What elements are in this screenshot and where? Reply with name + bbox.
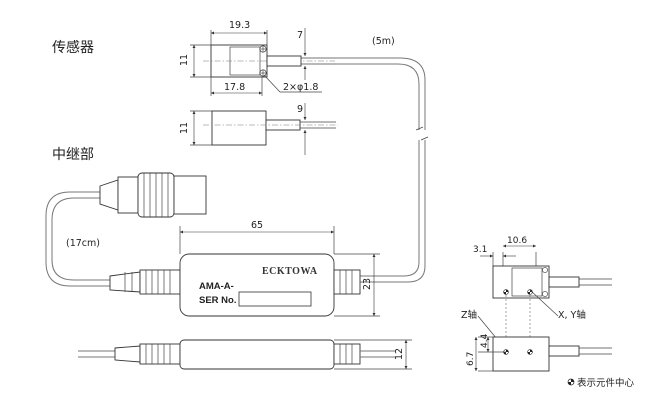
sensor-cable: (5m) <box>336 36 429 283</box>
relay-section-title: 中继部 <box>52 147 94 163</box>
model-label: AMA-A- <box>199 281 234 292</box>
dim-detail-offset: 3.1 <box>473 245 487 255</box>
pigtail-length-label: (17cm) <box>66 238 100 249</box>
relay-body-side: 12 <box>78 339 412 370</box>
legend: 表示元件中心 <box>567 377 635 389</box>
dim-relay-height: 23 <box>362 278 373 290</box>
xy-axis-label: X, Y轴 <box>558 309 586 321</box>
sensor-side-view: 11 9 <box>179 103 338 155</box>
relay-body-top: ECKTOWA AMA-A- SER No. 65 23 <box>109 220 380 317</box>
mounting-hole <box>259 45 267 53</box>
serial-field <box>238 291 312 307</box>
element-center-detail: 3.1 10.6 Z轴 X, Y轴 <box>461 236 635 389</box>
element-center-marker <box>503 289 509 295</box>
sensor-section-title: 传感器 <box>52 39 94 56</box>
dim-relay-thickness: 12 <box>394 348 405 360</box>
serial-label: SER No. <box>199 295 236 306</box>
element-center-marker-icon <box>567 378 575 386</box>
dim-relay-length: 65 <box>251 220 263 231</box>
dim-sensor-height: 11 <box>179 54 190 66</box>
dim-detail-a: 4.4 <box>480 333 490 348</box>
legend-label: 表示元件中心 <box>577 377 635 389</box>
relay-connector: (17cm) <box>45 172 207 287</box>
dim-sensor-tab: 7 <box>297 30 303 41</box>
element-center-marker <box>527 349 533 355</box>
dim-detail-width: 10.6 <box>507 236 527 246</box>
dim-detail-b: 6.7 <box>466 352 476 366</box>
dim-sensor-length: 17.8 <box>224 82 245 93</box>
sensor-top-view: 19.3 11 7 17.8 <box>179 20 336 96</box>
cable-length-label: (5m) <box>372 36 395 47</box>
dim-side-offset: 9 <box>297 104 303 115</box>
dim-side-height: 11 <box>179 122 190 134</box>
mounting-hole <box>259 69 267 77</box>
dim-holes: 2×φ1.8 <box>283 82 318 93</box>
dim-sensor-width: 19.3 <box>229 20 250 31</box>
brand-logo: ECKTOWA <box>262 266 318 277</box>
z-axis-label: Z轴 <box>461 309 477 321</box>
